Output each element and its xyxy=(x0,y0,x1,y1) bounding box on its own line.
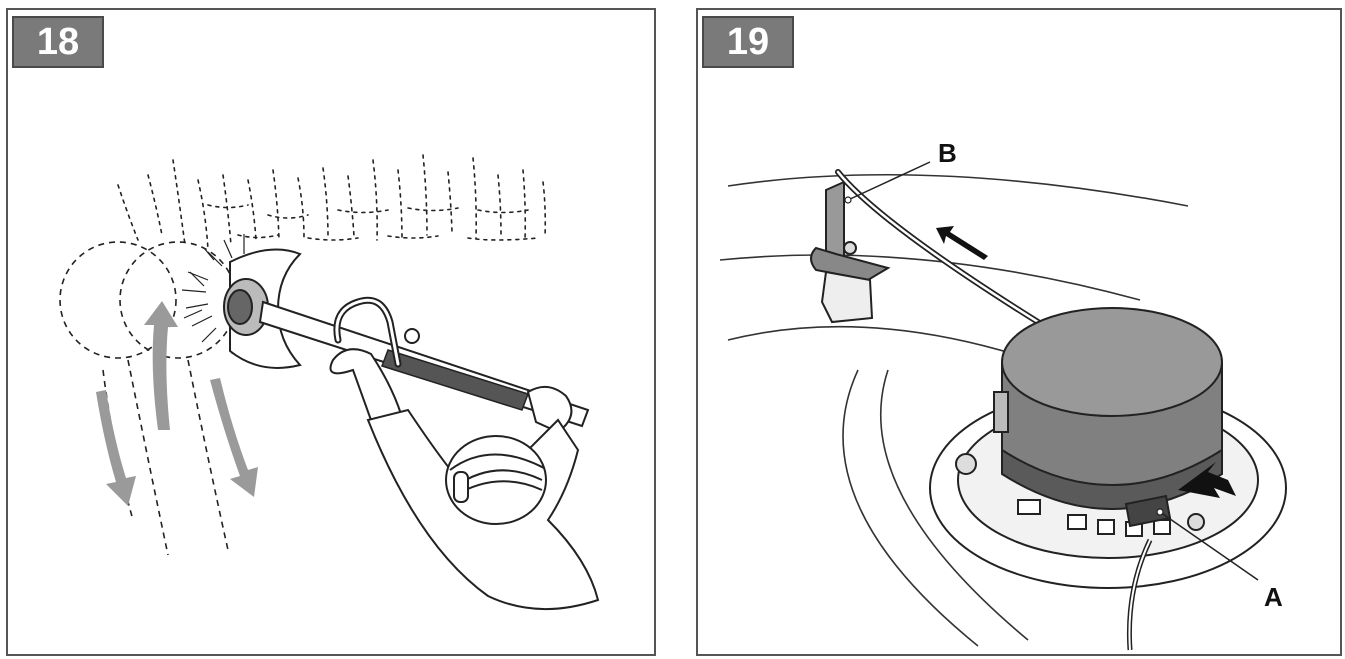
figure-18-number-badge: 18 xyxy=(12,16,104,68)
callout-b-label: B xyxy=(938,138,957,168)
operator-figure xyxy=(329,348,600,611)
trimmer-head-illustration: B A xyxy=(719,138,1287,651)
grass-clippings xyxy=(117,154,547,251)
release-tab xyxy=(1124,494,1172,528)
callout-a-leader xyxy=(1159,511,1259,581)
callout-b-leader xyxy=(847,161,931,201)
trimmer-head xyxy=(223,278,269,336)
press-arrow-icon xyxy=(1178,462,1236,498)
cutting-burst xyxy=(181,234,245,355)
pull-arrow-icon xyxy=(936,226,988,260)
figure-19-number-badge: 19 xyxy=(702,16,794,68)
bracket-clip xyxy=(810,180,891,324)
callout-a-label: A xyxy=(1264,582,1283,612)
motion-arrows xyxy=(96,301,258,506)
swing-path xyxy=(59,241,237,556)
trimmer-operator-illustration xyxy=(59,154,600,611)
figure-18-panel: 18 xyxy=(6,8,656,656)
spool-cap xyxy=(993,307,1223,510)
figure-19-panel: B A 19 xyxy=(696,8,1342,656)
